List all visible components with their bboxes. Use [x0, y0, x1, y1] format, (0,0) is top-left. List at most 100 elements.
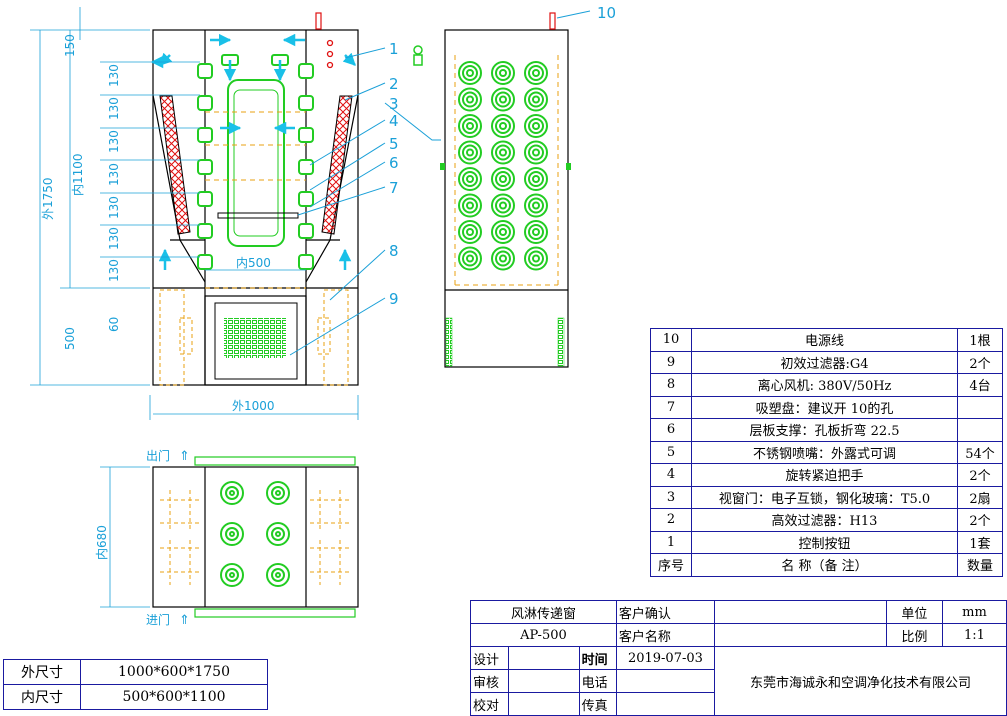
- side-nozzle: [495, 65, 511, 81]
- side-nozzle: [495, 250, 511, 267]
- top-nozzle: [275, 531, 281, 537]
- side-nozzle: [491, 220, 515, 244]
- fax-label: 传真: [578, 692, 617, 716]
- control-buttons: [326, 39, 334, 69]
- bom-header-row: 序号 名 称（备 注） 数量: [650, 553, 1003, 577]
- scale-value: 1:1: [942, 623, 1007, 647]
- side-nozzle: [532, 254, 540, 263]
- side-nozzle: [462, 144, 478, 161]
- top-view: [152, 456, 359, 618]
- leader-6: 6: [389, 154, 399, 172]
- bom-cell-name: 电源线: [691, 328, 958, 352]
- time-value: 2019-07-03: [615, 646, 715, 670]
- top-nozzle: [225, 486, 239, 500]
- phone-value: [615, 669, 715, 693]
- side-nozzle: [458, 114, 482, 138]
- bom-cell-qty: 2个: [957, 350, 1003, 374]
- side-nozzle: [458, 61, 482, 85]
- unit-label: 单位: [885, 600, 944, 624]
- side-nozzle: [528, 197, 544, 214]
- top-nozzle: [229, 490, 235, 496]
- bom-cell-name: 高效过滤器：H13: [691, 508, 958, 532]
- side-nozzle: [466, 201, 474, 210]
- bom-cell-qty: 1根: [957, 328, 1003, 352]
- side-nozzle: [524, 140, 548, 165]
- side-nozzle: [495, 171, 511, 187]
- inner-size-label: 内尺寸: [3, 684, 81, 710]
- top-nozzles: [220, 481, 290, 587]
- side-nozzle: [499, 69, 507, 77]
- top-nozzle: [271, 568, 285, 582]
- dim-outer-height: 外1750: [41, 177, 55, 220]
- side-nozzle: [499, 201, 507, 210]
- bom-cell-no: 3: [650, 485, 692, 509]
- shelf-lines: [205, 111, 306, 289]
- hepa-filters: [159, 95, 353, 235]
- side-nozzle: [491, 140, 515, 165]
- inner-size-value: 500*600*1100: [80, 684, 268, 710]
- customer-name-value: [713, 623, 887, 647]
- review-value: [508, 669, 580, 693]
- leader-lines: [289, 10, 591, 356]
- bom-cell-qty: 54个: [957, 440, 1003, 464]
- side-nozzle: [458, 193, 482, 218]
- model-number: AP-500: [470, 623, 617, 647]
- top-nozzle: [266, 481, 290, 505]
- dim-seg-150: 150: [63, 34, 77, 57]
- top-nozzle: [275, 572, 281, 578]
- dim-seg-130-3: 130: [107, 130, 121, 153]
- leader-10: 10: [597, 4, 616, 22]
- leader-1: 1: [389, 40, 399, 58]
- side-nozzle: [491, 246, 515, 271]
- side-nozzle: [528, 144, 544, 161]
- front-view: [152, 29, 359, 386]
- label-entry-door: 进门: [146, 612, 170, 627]
- dim-seg-130-1: 130: [107, 64, 121, 87]
- bom-cell-qty: 1套: [957, 530, 1003, 554]
- top-nozzle: [229, 572, 235, 578]
- side-handle-left: [440, 163, 445, 170]
- side-nozzle: [462, 250, 478, 267]
- side-nozzle: [524, 220, 548, 244]
- dim-seg-130-5: 130: [107, 196, 121, 219]
- side-vent-right: [557, 317, 565, 367]
- power-cord-side: [549, 12, 556, 30]
- time-label: 时间: [578, 646, 617, 670]
- side-nozzle: [466, 148, 474, 157]
- side-nozzle: [499, 228, 507, 236]
- bom-cell-no: 1: [650, 530, 692, 554]
- top-dashed: [160, 490, 350, 585]
- side-nozzle: [491, 114, 515, 138]
- side-nozzle: [532, 228, 540, 236]
- side-nozzle: [528, 171, 544, 187]
- side-nozzle: [458, 87, 482, 112]
- top-nozzle: [271, 486, 285, 500]
- side-nozzle: [495, 118, 511, 134]
- top-nozzle: [266, 522, 290, 546]
- dim-outer-width: 外1000: [232, 399, 275, 413]
- dim-seg-130-4: 130: [107, 163, 121, 186]
- side-nozzle: [524, 87, 548, 112]
- side-nozzle: [532, 175, 540, 183]
- bom-cell-qty: [957, 395, 1003, 419]
- customer-confirm-label: 客户确认: [615, 600, 715, 624]
- dim-inner-width: 内500: [236, 256, 271, 270]
- side-nozzle: [466, 69, 474, 77]
- side-nozzle: [466, 175, 474, 183]
- side-nozzle: [466, 95, 474, 104]
- leader-8: 8: [389, 242, 399, 260]
- side-nozzle: [528, 91, 544, 108]
- front-dimension-lines: [30, 7, 359, 420]
- bom-cell-no: 7: [650, 395, 692, 419]
- leader-4: 4: [389, 112, 399, 130]
- outer-size-label: 外尺寸: [3, 659, 81, 685]
- size-table: 外尺寸 1000*600*1750 内尺寸 500*600*1100: [3, 659, 268, 710]
- top-nozzle: [275, 490, 281, 496]
- leader-9: 9: [389, 290, 399, 308]
- top-nozzle: [220, 481, 244, 505]
